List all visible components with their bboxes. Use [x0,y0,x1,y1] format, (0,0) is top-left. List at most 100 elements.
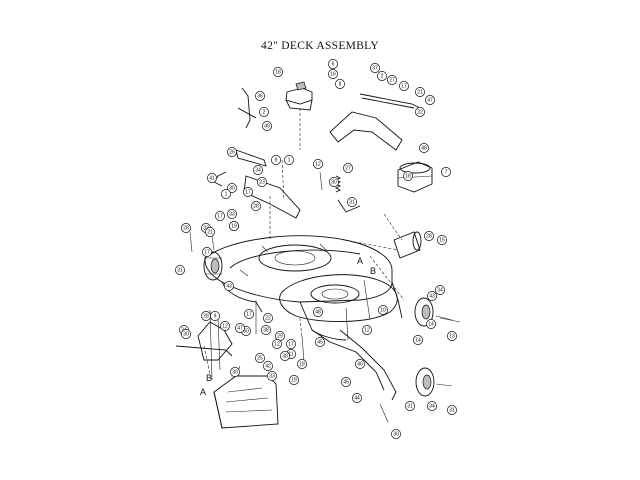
part-callout: 36 [255,91,265,101]
lift-handle [329,93,425,151]
part-callout: 30 [329,177,339,187]
part-callout-label: 33 [203,225,209,231]
idler-pulley [393,231,422,259]
part-callout-label: 9 [214,313,217,319]
tension-spring [334,175,361,213]
part-callout: 27 [387,75,397,85]
part-callout-label: 29 [277,333,283,339]
part-callout-label: 47 [427,97,433,103]
part-callout: 30 [230,367,240,377]
part-callout-label: 1 [225,191,228,197]
part-callout-label: 26 [229,149,235,155]
part-callout: 14 [426,319,436,329]
part-callout: 37 [370,63,380,73]
callout-group: 1861683722717214722362492634911723301917… [175,59,457,439]
part-callout-label: 30 [232,369,238,375]
part-callout-label: 30 [331,179,337,185]
part-callout-label: 15 [439,237,445,243]
part-callout-label: 50 [243,328,249,334]
part-callout-label: 17 [288,341,294,347]
section-letter-b-lower: B [206,373,212,383]
bolts [189,171,461,423]
pulley-cover [285,81,313,150]
part-callout: 18 [297,359,307,369]
part-callout-label: 30 [393,431,399,437]
part-callout: 41 [207,173,217,183]
part-callout-label: 49 [264,123,270,129]
part-callout-label: 16 [330,71,336,77]
part-callout: 28 [424,231,434,241]
part-callout: 17 [244,309,254,319]
part-callout: 6 [328,59,338,69]
part-callout-label: 34 [437,287,443,293]
part-callout-label: 17 [246,311,252,317]
part-callout-label: 38 [263,327,269,333]
part-callout: 17 [286,339,296,349]
part-callout-label: 2 [381,73,384,79]
part-callout: 30 [181,329,191,339]
gauge-wheel-rear [415,367,453,397]
part-callout: 47 [425,95,435,105]
part-callout: 46 [355,359,365,369]
part-callout-label: 1 [288,157,291,163]
gauge-wheel-right [414,297,453,327]
alignment-lines [203,213,405,375]
part-callout-label: 2 [263,109,266,115]
section-letter-a: A [357,256,363,266]
part-callout-label: 44 [354,395,360,401]
part-callout: 43 [427,291,437,301]
part-callout: 9 [210,311,220,321]
part-callout: 43 [224,281,234,291]
part-callout-label: 22 [417,109,423,115]
part-callout: 34 [427,401,437,411]
part-callout: 25 [255,353,265,363]
part-callout-label: 8 [339,81,342,87]
part-callout: 1 [221,189,231,199]
part-callout: 19 [289,375,299,385]
part-callout: 30 [280,351,290,361]
part-callout-label: 21 [417,89,423,95]
part-callout-label: 10 [380,307,386,313]
part-callout: 12 [220,321,230,331]
part-callout-label: 43 [429,293,435,299]
part-callout: 12 [313,159,323,169]
part-callout: 23 [257,177,267,187]
part-callout: 48 [419,143,429,153]
part-callout: 42 [263,361,273,371]
part-callout-label: 31 [177,267,183,273]
part-callout-label: 14 [415,337,421,343]
part-callout-label: 18 [275,69,281,75]
part-callout-label: 25 [257,355,263,361]
part-callout-label: 17 [401,83,407,89]
part-callout-label: 41 [209,175,215,181]
part-callout: 33 [267,371,277,381]
part-callout: 22 [415,107,425,117]
part-callout-label: 31 [407,403,413,409]
part-callout: 38 [261,325,271,335]
part-callout: 9 [271,155,281,165]
part-callout-label: 27 [345,165,351,171]
part-callout-label: 45 [343,379,349,385]
part-callout: 2 [259,107,269,117]
part-callout: 2 [377,71,387,81]
part-callout-label: 43 [226,283,232,289]
part-callout: 26 [227,147,237,157]
part-callout: 21 [415,87,425,97]
part-callout: 48 [313,307,323,317]
part-callout: 33 [227,209,237,219]
part-callout: 1 [284,155,294,165]
part-callout-label: 30 [282,353,288,359]
deck-hanger [175,309,233,381]
part-callout-label: 45 [317,339,323,345]
part-callout: 27 [343,163,353,173]
part-callout-label: 48 [315,309,321,315]
part-callout-label: 17 [217,213,223,219]
part-callout: 45 [315,337,325,347]
gauge-wheel-left [203,251,223,281]
part-callout-label: 31 [449,407,455,413]
part-callout: 28 [251,201,261,211]
part-callout-label: 17 [245,189,251,195]
part-callout: 12 [272,339,282,349]
part-callout: 17 [202,247,212,257]
